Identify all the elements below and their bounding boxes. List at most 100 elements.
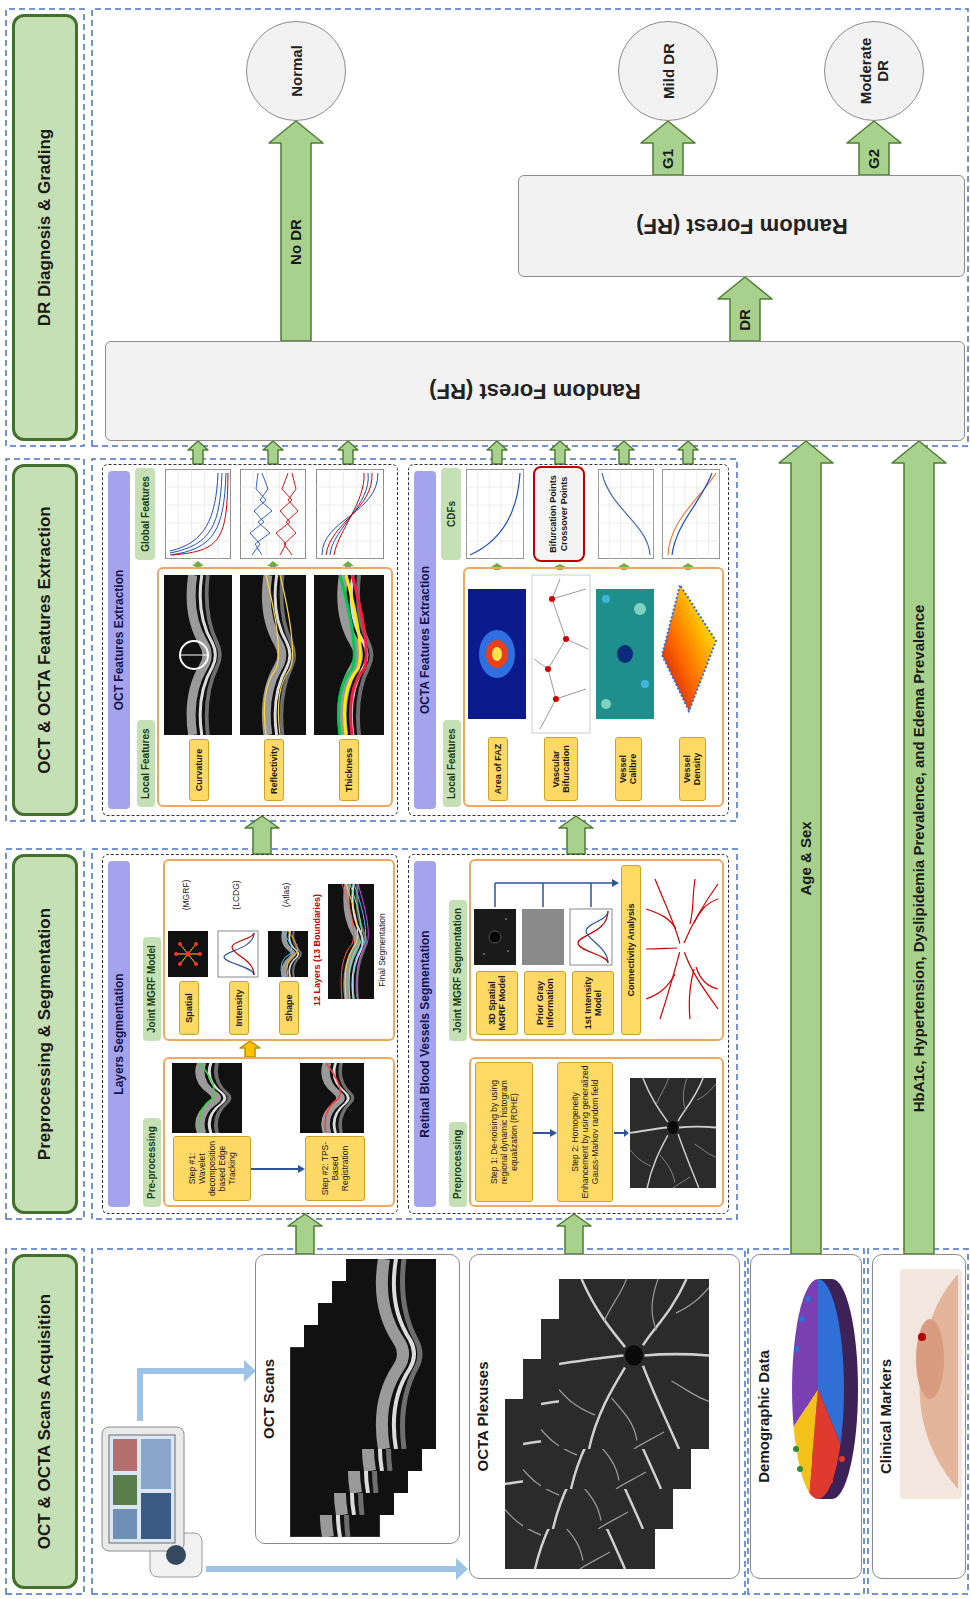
demographic-chart <box>839 1456 845 1462</box>
oct-device <box>113 1439 137 1471</box>
node-text: Preprocessing & Segmentation <box>35 863 55 1205</box>
text-group: Thickness <box>344 742 354 798</box>
column-border <box>868 1249 968 1594</box>
oct-feature-images <box>180 641 208 669</box>
octa-preprocessing-images <box>696 967 718 989</box>
text-group: Vascular Bifurcation <box>551 740 572 798</box>
oct-device <box>113 1475 137 1505</box>
text-group: DR Diagnosis & Grading <box>35 23 55 432</box>
source-box: OCT Scans <box>255 1254 460 1544</box>
octa-preprocessing-images <box>646 879 718 1019</box>
demographic-chart <box>827 1478 833 1484</box>
source-box: Demographic Data <box>750 1254 862 1579</box>
node-text: Shape <box>284 984 294 1032</box>
clinical-photo <box>918 1333 926 1341</box>
oct-device <box>102 1427 184 1551</box>
octa-feature-images <box>556 689 586 699</box>
text-group: OCT & OCTA Features Extraction <box>35 473 55 807</box>
octa-feature-images <box>553 696 559 702</box>
feature-tag: Area of FAZ <box>488 737 508 801</box>
node-text: Crossover Points <box>559 471 570 557</box>
classifier-box: Random Forest (RF) <box>518 175 965 277</box>
edge-label: Age & Sex <box>797 819 815 897</box>
oct-preprocessing-images <box>357 884 368 999</box>
column-border <box>92 459 737 821</box>
block-arrow <box>641 121 695 175</box>
text-group: Step 1: De-noising by using regional dyn… <box>489 1065 520 1199</box>
octa-preprocessing-images <box>614 1132 624 1134</box>
step-box: Step #2: TPS-Based Registration <box>305 1136 365 1201</box>
text-group: Preprocessing & Segmentation <box>35 863 55 1205</box>
grade-circle: Mild DR <box>618 21 718 121</box>
text-group: Mild DR <box>660 30 677 112</box>
flow-arrow <box>533 1129 557 1137</box>
acquisition-arrow <box>140 1371 244 1421</box>
stage-header: OCT & OCTA Scans Acquisition <box>12 1254 78 1589</box>
oct-preprocessing-images <box>300 1063 364 1133</box>
oct-device <box>141 1493 171 1539</box>
oct-device <box>109 1435 175 1543</box>
block-arrow <box>678 441 698 464</box>
text-group: Curvature <box>194 742 204 798</box>
node-text: Moderate DR <box>857 30 892 112</box>
module-box: Local Features Area of FAZ Vascular Bifurc… <box>441 567 724 807</box>
octa-preprocessing-images <box>646 879 718 1019</box>
grade-circle: Normal <box>246 21 346 121</box>
process-panel: OCT Features ExtractionLocal FeaturesCur… <box>102 464 398 816</box>
feature-tag: Connectivity Analysis <box>621 865 641 1035</box>
oct-feature-images <box>334 473 364 555</box>
node-text: Joint MGRF Segmentation <box>449 900 467 1041</box>
oct-preprocessing-images <box>172 1063 242 1133</box>
module-box: Joint MGRF ModelSpatialIntensityShape <box>141 859 395 1041</box>
flow-arrow-line <box>251 1168 298 1170</box>
text-group: Global Features <box>140 470 151 558</box>
step-box: Step 1: De-noising by using regional dyn… <box>475 1062 533 1202</box>
node-text: Preprocessing <box>449 1122 467 1207</box>
octa-feature-images <box>563 636 569 642</box>
label-slot: (LCDG) <box>231 863 241 927</box>
node-text: OCT Scans <box>260 1255 277 1543</box>
node-text: DR Diagnosis & Grading <box>35 23 55 432</box>
octa-feature-images <box>662 585 716 711</box>
text-group: 3D Spatial MGRF Model <box>487 974 508 1032</box>
oct-preprocessing-images <box>199 1063 214 1133</box>
oct-feature-images <box>170 473 222 553</box>
column-border <box>6 849 84 1219</box>
source-box: Clinical Markers <box>872 1254 966 1579</box>
text-group: Moderate DR <box>857 30 892 112</box>
node-text: OCT & OCTA Scans Acquisition <box>35 1263 55 1580</box>
node-text: Curvature <box>194 742 204 798</box>
node-text: Local Features <box>443 720 461 807</box>
node-text: Clinical Markers <box>877 1255 894 1578</box>
node-text: Reflectivity <box>269 742 279 798</box>
octa-feature-images <box>668 473 716 555</box>
edge-label: No DR <box>287 217 305 267</box>
oct-scan-stack <box>290 1259 436 1537</box>
octa-feature-images <box>596 589 654 719</box>
block-arrow <box>487 441 507 464</box>
process-panel: Layers SegmentationPre-processingStep #1… <box>102 854 398 1214</box>
stage-header: Preprocessing & Segmentation <box>12 854 78 1214</box>
octa-preprocessing-images <box>684 884 718 943</box>
oct-preprocessing-images <box>194 942 198 946</box>
classifier-box: Random Forest (RF) <box>105 341 965 441</box>
oct-feature-images <box>164 469 384 735</box>
block-arrow <box>245 816 279 854</box>
node-text: Random Forest (RF) <box>636 213 847 239</box>
octa-preprocessing-images <box>505 918 507 920</box>
grade-circle: Moderate DR <box>824 21 924 121</box>
block-arrow <box>288 1214 322 1254</box>
octa-feature-images <box>601 699 611 709</box>
node-text: Layers Segmentation <box>108 861 130 1207</box>
block-arrow <box>779 441 833 1254</box>
octa-feature-images <box>466 469 720 733</box>
edge-label-slot: No DR <box>287 217 305 267</box>
block-arrow <box>263 441 283 464</box>
octa-preprocessing-images <box>483 953 485 955</box>
demographic-chart <box>792 1279 858 1499</box>
text-group: Shape <box>284 984 294 1032</box>
oct-feature-images <box>240 575 306 735</box>
edge-label-slot: DR <box>736 307 754 333</box>
node-text: Joint MGRF Model <box>143 937 161 1041</box>
octa-feature-images <box>545 596 569 702</box>
